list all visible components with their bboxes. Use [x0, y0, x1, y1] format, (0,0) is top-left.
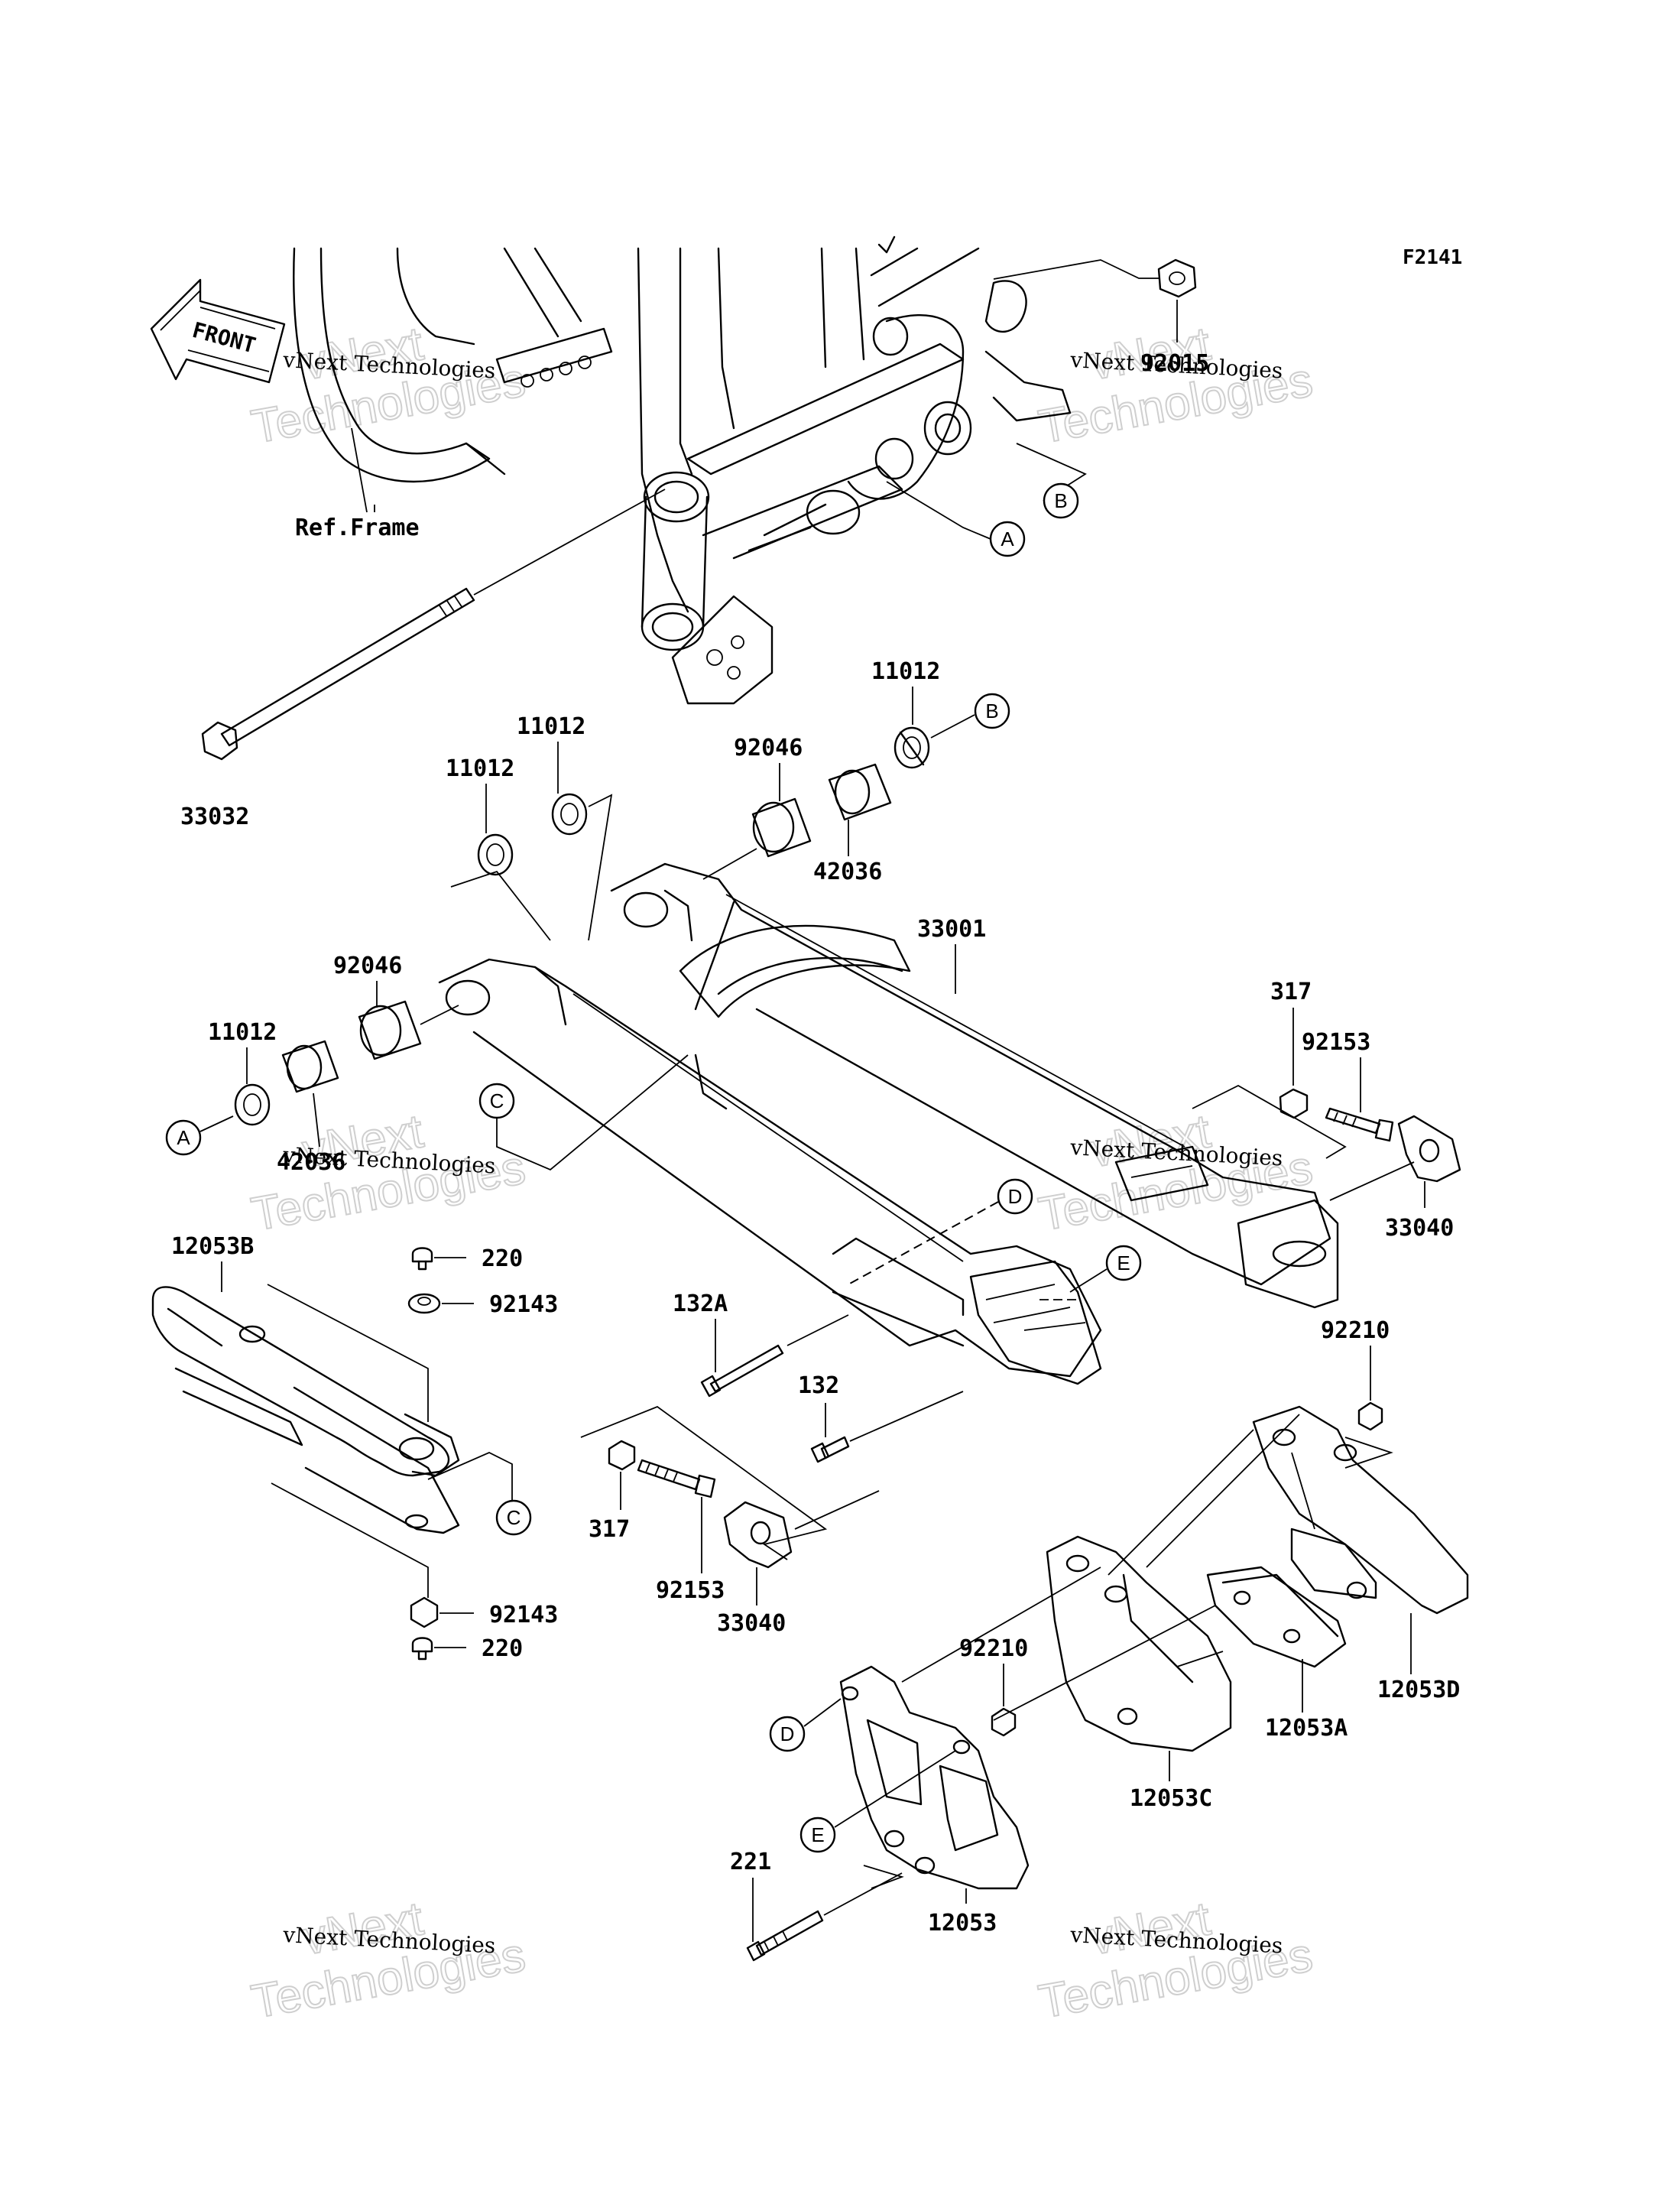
part-220-b: 220: [482, 1635, 523, 1662]
callout-d-lower-label: D: [780, 1722, 795, 1745]
callout-e-upper-label: E: [1117, 1252, 1130, 1274]
part-11012-c: 11012: [517, 713, 585, 740]
part-92015: 92015: [1140, 350, 1209, 377]
callout-c-lower-label: C: [507, 1506, 521, 1529]
watermark-group: vNext Technologies vNext Technologies vN…: [247, 317, 1317, 2029]
part-92210-b: 92210: [959, 1635, 1028, 1662]
bolt-132: [810, 1436, 850, 1463]
chain-guide-12053D: [1252, 1405, 1469, 1615]
collar-11012-left: [234, 1083, 271, 1126]
nut-92210-lower: [991, 1707, 1017, 1737]
front-arrow-icon: FRONT: [150, 278, 286, 384]
part-12053B: 12053B: [171, 1233, 254, 1260]
part-12053C: 12053C: [1130, 1785, 1212, 1812]
callout-d-upper: [997, 1178, 1033, 1215]
part-221: 221: [730, 1849, 771, 1875]
part-33001: 33001: [917, 916, 986, 943]
part-11012-a: 11012: [208, 1019, 277, 1046]
part-33032: 33032: [180, 804, 249, 830]
bearing-92046-left: [358, 1000, 422, 1060]
part-33040-a: 33040: [1385, 1215, 1454, 1242]
screw-220-lower: [411, 1637, 433, 1661]
callout-a-left-label: A: [177, 1126, 190, 1149]
part-92210-a: 92210: [1321, 1317, 1390, 1344]
swingarm-33001: [438, 862, 1339, 1385]
part-92143-b: 92143: [489, 1602, 558, 1628]
part-12053: 12053: [928, 1910, 997, 1937]
part-220-a: 220: [482, 1245, 523, 1272]
adjuster-33040-lower: [723, 1501, 793, 1569]
collar-11012-upper-right: [894, 726, 930, 769]
callout-d-upper-label: D: [1008, 1185, 1023, 1208]
callout-b-mid: [974, 693, 1010, 729]
chain-guide-plate-12053: [839, 1665, 1030, 1890]
callout-b-top: [1043, 482, 1079, 519]
nut-92210-upper: [1357, 1401, 1383, 1431]
callout-a-left: [165, 1119, 202, 1156]
callout-a-top-label: A: [1001, 528, 1014, 550]
callout-b-top-label: B: [1054, 489, 1067, 512]
part-12053D: 12053D: [1377, 1677, 1460, 1703]
bolt-92153-upper: [1325, 1107, 1394, 1142]
part-317-a: 317: [1270, 979, 1312, 1005]
chain-guide-12053C: [1046, 1535, 1232, 1752]
part-12053A: 12053A: [1265, 1715, 1348, 1742]
nut-317-upper: [1279, 1088, 1309, 1119]
callout-c-upper-label: C: [490, 1089, 504, 1112]
part-92046-a: 92046: [333, 953, 402, 979]
part-132A: 132A: [673, 1291, 728, 1317]
nut-92015: [993, 258, 1197, 298]
screw-220-upper: [411, 1247, 433, 1271]
nut-317-lower: [608, 1440, 636, 1471]
part-42036-a: 42036: [277, 1149, 345, 1176]
callout-c-lower: [495, 1499, 532, 1536]
part-11012-b: 11012: [446, 755, 514, 782]
collar-11012-upper-left: [477, 793, 588, 876]
bearing-92046-upper: [751, 797, 812, 858]
part-42036-b: 42036: [813, 859, 882, 885]
part-92046-b: 92046: [734, 735, 803, 761]
callout-a-top: [989, 521, 1026, 557]
adjuster-33040-upper: [1397, 1115, 1461, 1183]
part-317-b: 317: [589, 1516, 630, 1543]
part-11012-d: 11012: [871, 658, 940, 685]
sleeve-42036-upper: [828, 763, 892, 821]
front-label: FRONT: [190, 317, 258, 359]
callout-e-upper: [1105, 1245, 1142, 1281]
bolt-221: [746, 1910, 824, 1962]
figure-code: F2141: [1403, 246, 1462, 269]
bolt-132A: [700, 1344, 784, 1398]
part-92153-a: 92153: [1302, 1029, 1370, 1056]
callout-e-lower-label: E: [811, 1823, 824, 1846]
part-33040-b: 33040: [717, 1610, 786, 1637]
part-132: 132: [798, 1372, 839, 1399]
chain-guide-pad-12053A: [1206, 1566, 1347, 1668]
callout-e-lower: [799, 1817, 836, 1853]
washer-92143-lower: [410, 1596, 439, 1628]
part-92143-a: 92143: [489, 1291, 558, 1318]
ref-frame-label: Ref.Frame: [295, 515, 420, 541]
bolt-92153-lower: [637, 1459, 716, 1498]
callout-d-lower: [769, 1716, 806, 1752]
sleeve-42036-left: [281, 1040, 339, 1093]
part-92153-b: 92153: [656, 1577, 725, 1604]
washer-92143-upper: [407, 1293, 441, 1314]
pivot-shaft: [201, 489, 666, 761]
chain-guide-12053B: [151, 1286, 460, 1534]
frame-drawing: [293, 235, 1072, 705]
callout-b-mid-label: B: [985, 700, 998, 722]
